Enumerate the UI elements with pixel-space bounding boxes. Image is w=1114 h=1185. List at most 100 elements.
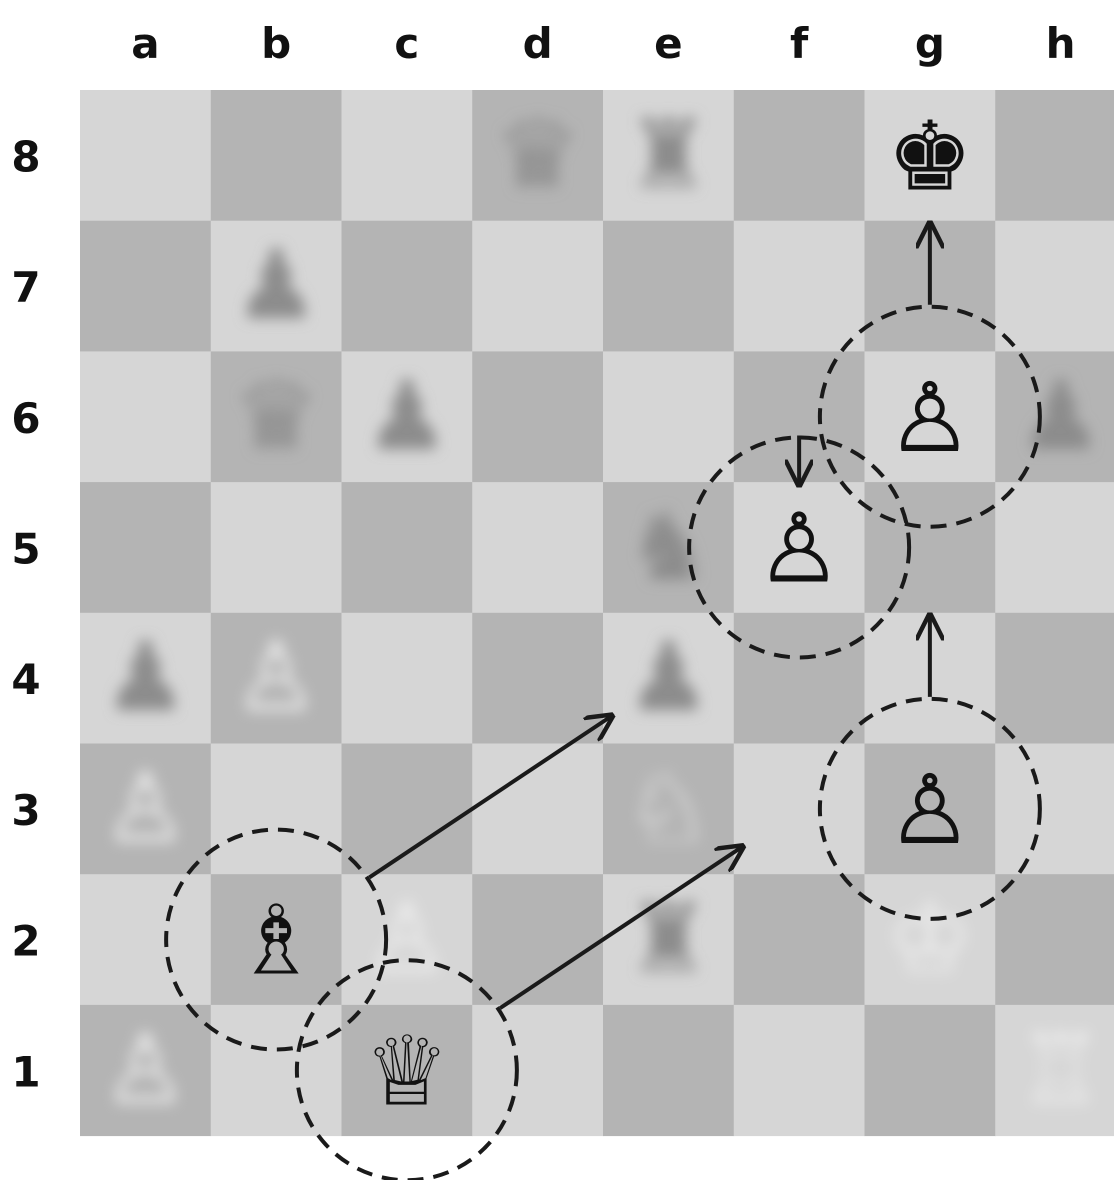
square-g5 bbox=[864, 482, 996, 614]
highlight-circle-b2 bbox=[164, 827, 389, 1052]
arrow-b2-e4 bbox=[368, 716, 611, 880]
faded-pawn-icon: ♟ bbox=[233, 229, 319, 341]
square-b8 bbox=[210, 90, 342, 222]
rank-label-4: 4 bbox=[11, 655, 40, 704]
square-a3 bbox=[80, 743, 212, 875]
square-a1 bbox=[80, 1004, 212, 1137]
square-b1 bbox=[210, 1004, 342, 1137]
rank-label-3: 3 bbox=[11, 786, 40, 835]
square-b6 bbox=[210, 351, 342, 483]
square-e8 bbox=[603, 90, 735, 222]
square-h8 bbox=[995, 90, 1114, 222]
faded-pawn-icon: ♟ bbox=[102, 621, 188, 733]
square-f7 bbox=[733, 220, 865, 352]
square-a5 bbox=[80, 482, 212, 614]
square-g6 bbox=[864, 351, 996, 483]
rank-label-2: 2 bbox=[11, 917, 40, 966]
faded-pawn-icon: ♟ bbox=[1018, 360, 1104, 472]
rank-label-1: 1 bbox=[11, 1047, 40, 1096]
square-e4 bbox=[603, 612, 735, 744]
square-e6 bbox=[603, 351, 735, 483]
square-c3 bbox=[341, 743, 473, 875]
square-g1 bbox=[864, 1004, 996, 1137]
square-g3 bbox=[864, 743, 996, 875]
move-arrows bbox=[368, 223, 930, 1010]
square-h5 bbox=[995, 482, 1114, 614]
rank-label-5: 5 bbox=[11, 524, 40, 573]
square-h2 bbox=[995, 874, 1114, 1006]
square-d6 bbox=[472, 351, 604, 483]
square-c6 bbox=[341, 351, 473, 483]
file-label-f: f bbox=[790, 19, 809, 68]
square-b4 bbox=[210, 612, 342, 744]
square-e7 bbox=[603, 220, 735, 352]
faded-pawn-icon: ♟ bbox=[625, 621, 711, 733]
square-a8 bbox=[80, 90, 212, 222]
square-e1 bbox=[603, 1004, 735, 1137]
faded-light-king-icon: ♔ bbox=[887, 883, 973, 995]
square-c4 bbox=[341, 612, 473, 744]
file-label-g: g bbox=[915, 19, 945, 68]
square-a6 bbox=[80, 351, 212, 483]
faded-light-pawn-icon: ♙ bbox=[233, 621, 319, 733]
file-label-e: e bbox=[654, 19, 683, 68]
square-d2 bbox=[472, 874, 604, 1006]
square-f5 bbox=[733, 482, 865, 614]
faded-light-pawn-icon: ♙ bbox=[102, 752, 188, 864]
pieces: ♚♙♙♙♗♕ bbox=[233, 100, 973, 1127]
white-pawn-icon: ♙ bbox=[756, 492, 842, 604]
square-f8 bbox=[733, 90, 865, 222]
square-g2 bbox=[864, 874, 996, 1006]
square-d5 bbox=[472, 482, 604, 614]
rank-label-8: 8 bbox=[11, 132, 40, 181]
file-label-d: d bbox=[523, 19, 553, 68]
square-e3 bbox=[603, 743, 735, 875]
white-queen-icon: ♕ bbox=[364, 1015, 450, 1127]
faded-pieces: ♛♜♟♛♟♟♞♟♟♜♙♙♘♙♔♙♖ bbox=[102, 98, 1103, 1125]
square-f1 bbox=[733, 1004, 865, 1137]
faded-knight-icon: ♞ bbox=[625, 490, 711, 602]
white-pawn-icon: ♙ bbox=[887, 754, 973, 866]
faded-rook-icon: ♜ bbox=[625, 98, 711, 210]
square-a2 bbox=[80, 874, 212, 1006]
square-d4 bbox=[472, 612, 604, 744]
faded-pawn-icon: ♟ bbox=[364, 360, 450, 472]
board-squares bbox=[80, 90, 1114, 1137]
square-h6 bbox=[995, 351, 1114, 483]
faded-light-pawn-icon: ♙ bbox=[102, 1013, 188, 1125]
faded-queen-icon: ♛ bbox=[233, 360, 319, 472]
square-g8 bbox=[864, 90, 996, 222]
square-c5 bbox=[341, 482, 473, 614]
square-b2 bbox=[210, 874, 342, 1006]
faded-queen-icon: ♛ bbox=[495, 98, 581, 210]
white-pawn-icon: ♙ bbox=[887, 362, 973, 474]
square-c8 bbox=[341, 90, 473, 222]
white-bishop-icon: ♗ bbox=[233, 885, 319, 997]
square-d1 bbox=[472, 1004, 604, 1137]
highlight-circle-g6 bbox=[817, 304, 1042, 529]
file-label-c: c bbox=[394, 19, 419, 68]
square-f2 bbox=[733, 874, 865, 1006]
file-label-a: a bbox=[131, 19, 159, 68]
faded-light-rook-icon: ♖ bbox=[1018, 1013, 1104, 1125]
faded-light-pawn-icon: ♙ bbox=[364, 883, 450, 995]
square-b5 bbox=[210, 482, 342, 614]
square-h7 bbox=[995, 220, 1114, 352]
square-c1 bbox=[341, 1004, 473, 1137]
highlight-circle-g3 bbox=[817, 696, 1042, 921]
highlight-circle-f5 bbox=[687, 435, 912, 660]
arrow-c1-f3 bbox=[498, 847, 742, 1010]
rank-label-7: 7 bbox=[11, 263, 40, 312]
highlight-circles bbox=[164, 304, 1042, 1183]
highlight-circle-c1 bbox=[294, 958, 519, 1183]
square-h4 bbox=[995, 612, 1114, 744]
square-b7 bbox=[210, 220, 342, 352]
file-label-b: b bbox=[261, 19, 291, 68]
faded-rook-icon: ♜ bbox=[625, 883, 711, 995]
square-c2 bbox=[341, 874, 473, 1006]
square-f3 bbox=[733, 743, 865, 875]
square-b3 bbox=[210, 743, 342, 875]
square-a4 bbox=[80, 612, 212, 744]
